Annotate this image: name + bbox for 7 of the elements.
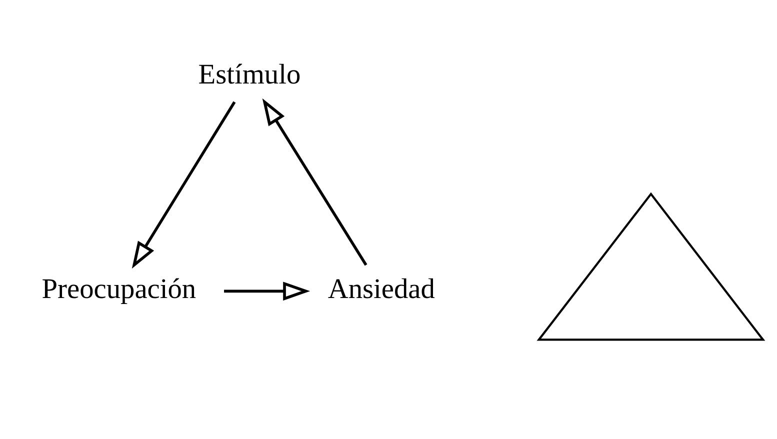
- node-triangle: [536, 192, 766, 341]
- node-text: Preocupación: [42, 274, 196, 306]
- arrow: [132, 101, 236, 269]
- node-text: Ansiedad: [328, 274, 435, 306]
- arrow: [262, 98, 368, 266]
- node-text: Estímulo: [198, 59, 301, 90]
- arrow: [224, 282, 310, 301]
